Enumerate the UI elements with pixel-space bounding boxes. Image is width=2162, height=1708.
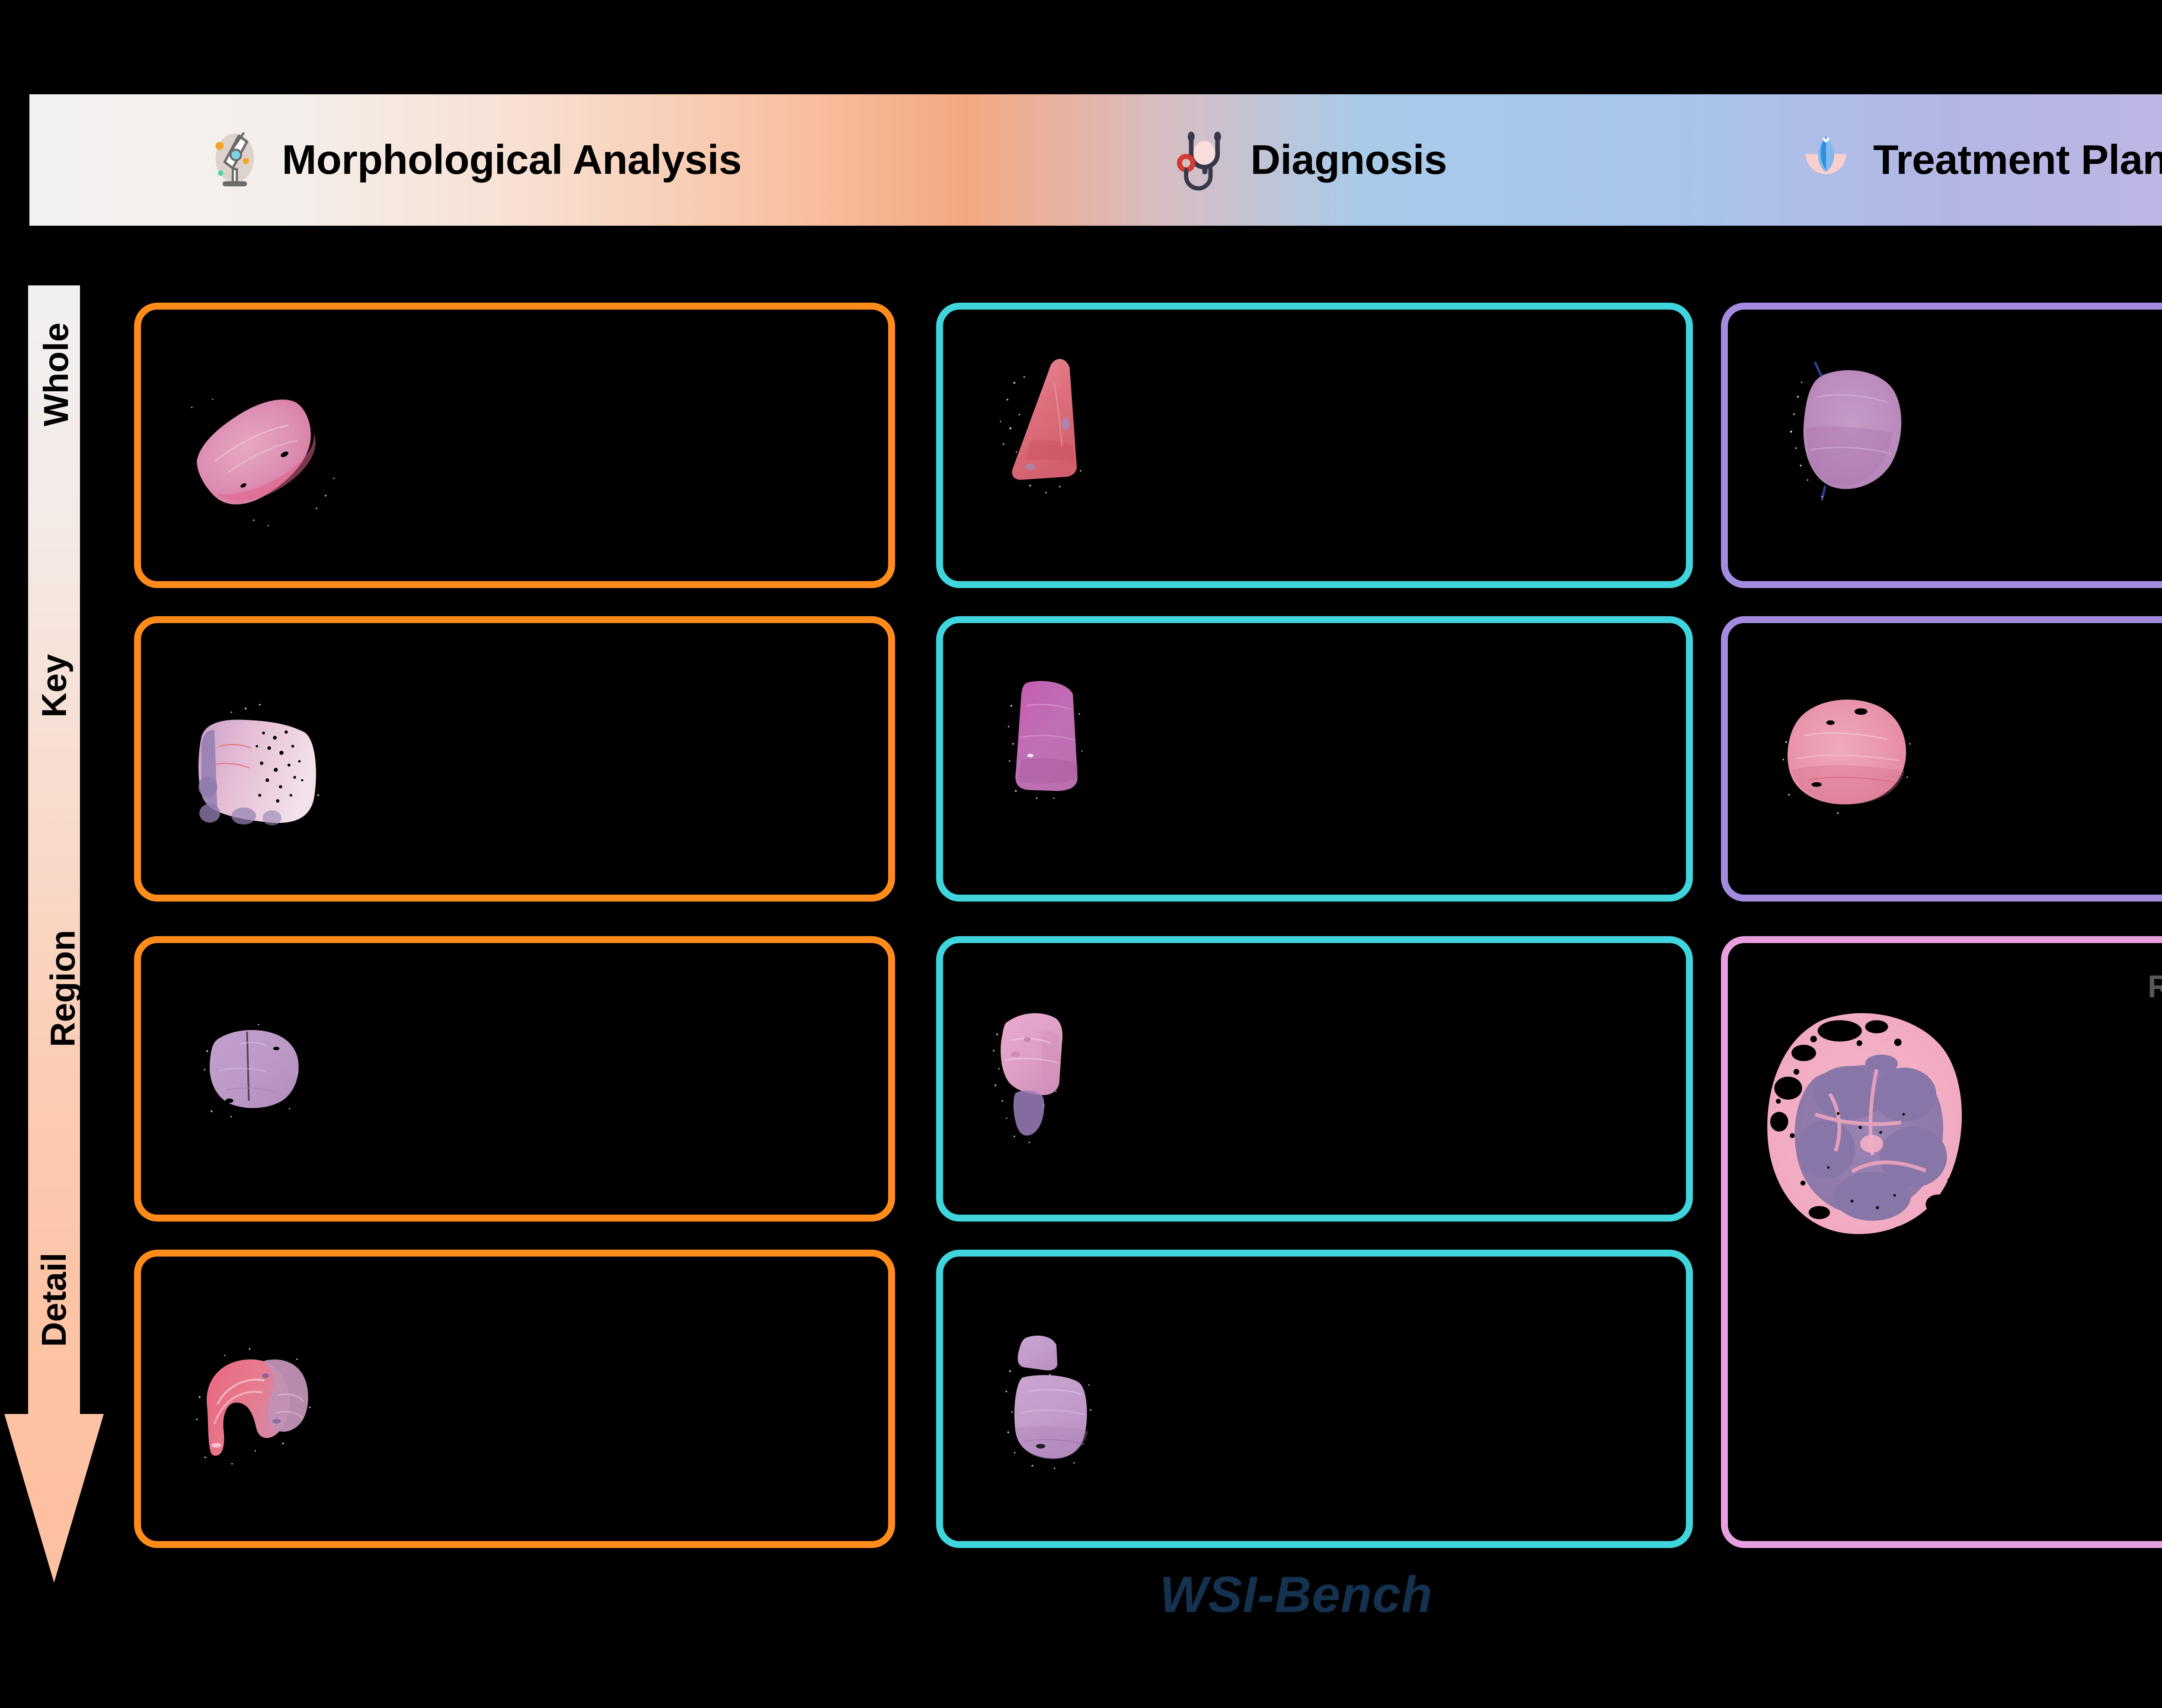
wsi-thumbnail (993, 1013, 1063, 1143)
figure-title: WSI-Bench (1159, 1566, 1433, 1623)
wsi-panel-morph-detail[interactable] (134, 1250, 895, 1548)
level-label-key: Key (34, 654, 73, 718)
pathology-workflow-arrow: Morphological Analysis Diagnosis Treatm (29, 39, 2162, 281)
capsule-icon (1806, 135, 1846, 174)
wsi-thumbnail (1790, 361, 1902, 501)
wsi-thumbnail (198, 704, 319, 825)
level-label-detail: Detail (34, 1253, 73, 1347)
wsi-panel-morph-region[interactable] (134, 936, 895, 1222)
level-arrow-shape (4, 285, 104, 1583)
workflow-stage-diagnosis[interactable]: Diagnosis (1171, 128, 1447, 192)
workflow-stage-list: Morphological Analysis Diagnosis Treatm (29, 39, 2162, 281)
workflow-arrow-shape (29, 94, 2162, 226)
workflow-stage-treatment-planning[interactable]: Treatment Planning (1794, 128, 2162, 192)
magnification-level-arrow: Whole Key Region Detail (4, 285, 104, 1583)
wsi-panel-report-generation[interactable]: Report Generation (1721, 936, 2162, 1548)
wsi-thumbnail (1007, 681, 1083, 799)
wsi-panel-diag-region[interactable] (936, 936, 1693, 1222)
wsi-panel-treat-whole[interactable] (1721, 303, 2162, 588)
level-label-whole: Whole (36, 323, 75, 426)
workflow-stage-label: Treatment Planning (1873, 137, 2162, 183)
wsi-panel-treat-key[interactable] (1721, 616, 2162, 902)
wsi-panel-diag-whole[interactable] (936, 303, 1693, 588)
workflow-stage-label: Diagnosis (1251, 137, 1447, 183)
wsi-thumbnail (191, 398, 335, 527)
wsi-thumbnail (1000, 359, 1081, 493)
stethoscope-icon (1177, 131, 1221, 191)
wsi-thumbnail (1005, 1335, 1092, 1469)
wsi-panel-morph-key[interactable] (134, 616, 895, 902)
wsi-thumbnail (196, 1348, 311, 1465)
wsi-panel-morph-whole[interactable] (134, 303, 895, 588)
microscope-icon (215, 132, 254, 186)
wsi-panel-diag-key[interactable] (936, 616, 1693, 902)
workflow-stage-morphological-analysis[interactable]: Morphological Analysis (202, 128, 742, 192)
level-label-region: Region (43, 930, 82, 1047)
wsi-thumbnail (1767, 1013, 1962, 1244)
wsi-thumbnail (1782, 699, 1911, 814)
wsi-thumbnail (204, 1024, 299, 1118)
panel-label-report-generation: Report Generation (2148, 969, 2162, 1004)
wsi-panel-diag-detail[interactable] (936, 1250, 1693, 1548)
workflow-stage-label: Morphological Analysis (282, 137, 742, 183)
